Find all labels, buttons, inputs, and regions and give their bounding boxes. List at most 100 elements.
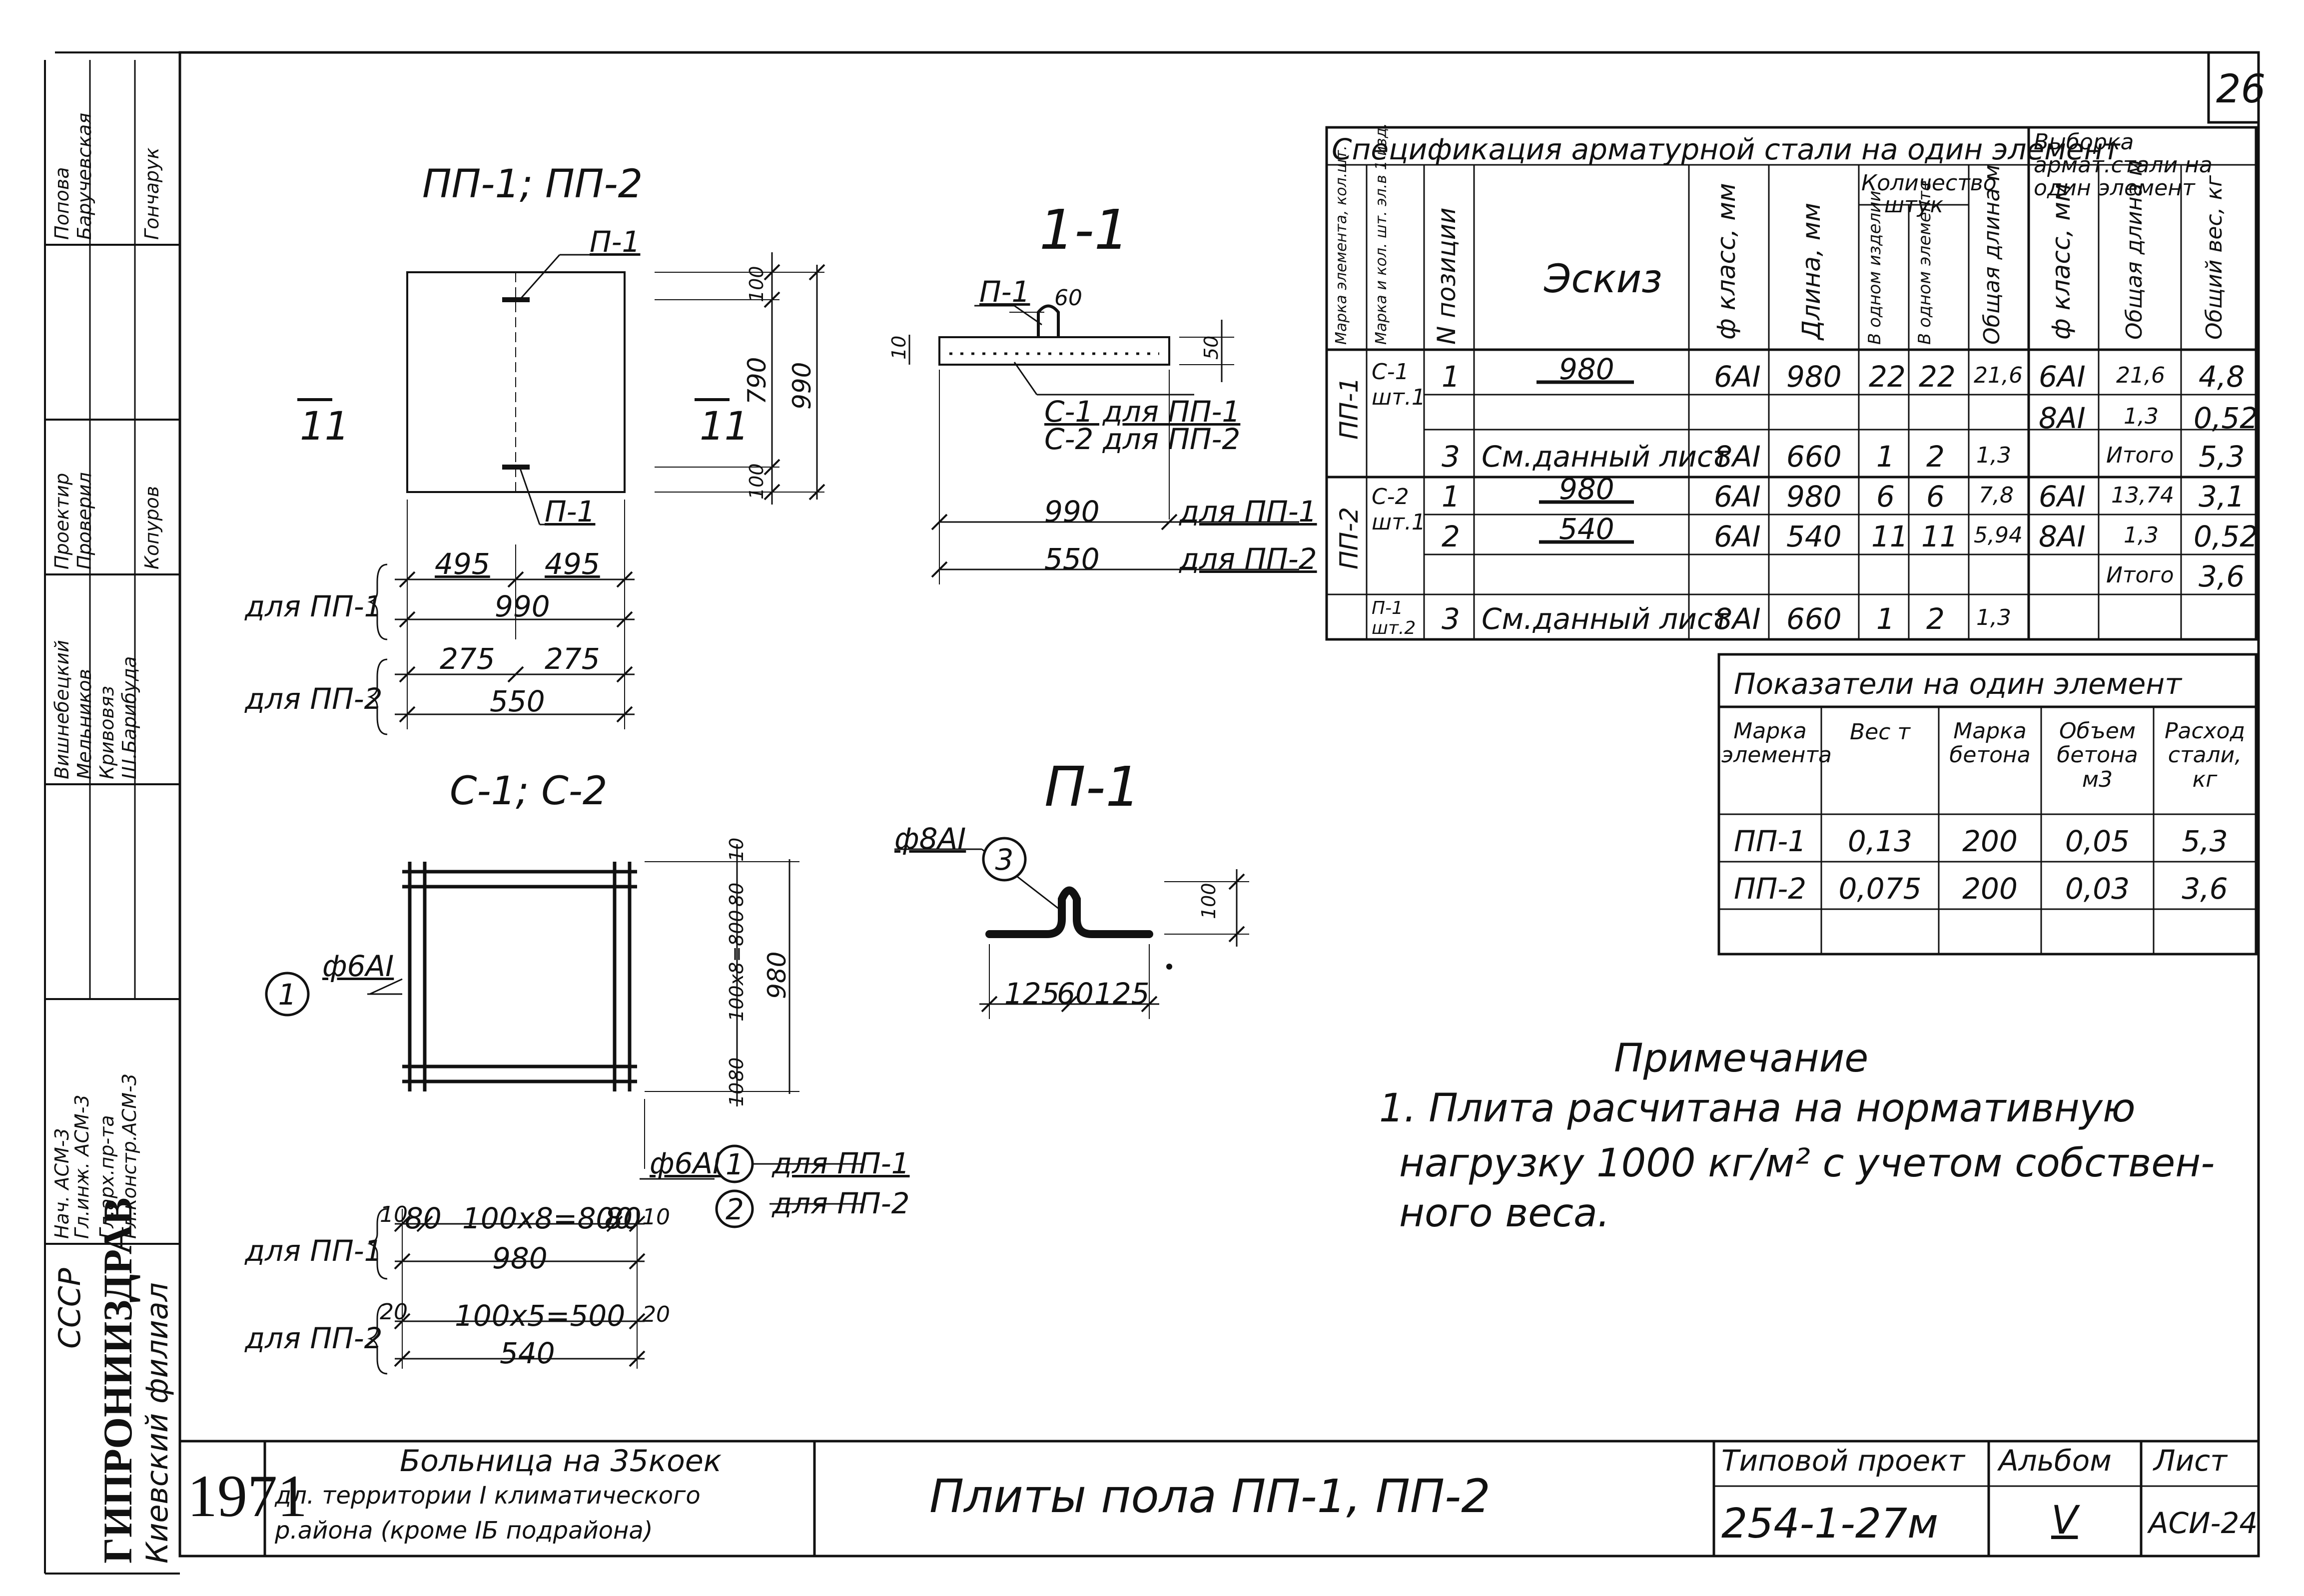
pos-2-legend-circle: [715, 1189, 754, 1228]
section-loop-label: П-1: [979, 275, 1030, 309]
spec-r0-dia: 6АI: [1714, 360, 1761, 394]
mesh-pp1-e: 10: [642, 1204, 670, 1230]
section-cover: 10: [888, 335, 910, 360]
side-role-9: Проектир: [51, 473, 73, 569]
indicators-hdr-mark: Марка элемента: [1721, 718, 1832, 768]
spec-r0-tot: 21,6: [1974, 363, 2023, 388]
title-project-line-2: дл. территории I климатического: [275, 1482, 701, 1510]
spec-hdr-mark: Марка и кол. шт. эл.в 1 изд.: [1373, 123, 1390, 345]
spec-r2-pos: 3: [1442, 440, 1460, 474]
loop-dim-c: 125: [1094, 977, 1150, 1011]
mesh-legend-pp1: для ПП-1: [772, 1146, 910, 1180]
spec-hdr-length: Длина, мм: [1797, 202, 1826, 340]
spec-r0-n1: 22: [1869, 360, 1906, 394]
loop-title: П-1: [1044, 755, 1141, 819]
spec-table-border: [1325, 126, 2258, 641]
mesh-bar-dia: ф6АI: [322, 949, 394, 983]
section-len-2-note: для ПП-2: [1179, 542, 1317, 576]
plate-pp2-half-a: 275: [440, 642, 495, 676]
spec-hdr-s-weight: Общий вес, кг: [2202, 175, 2227, 340]
spec-r2-sketch: См.данный лист: [1482, 440, 1730, 474]
section-len-1: 990: [1044, 495, 1100, 529]
spec-el-pp2: ПП-2: [1335, 507, 1364, 569]
side-role-6: Мельников: [73, 669, 95, 779]
indicators-table-border: [1717, 653, 2258, 956]
plate-dim-top: 100: [746, 266, 768, 302]
title-project-line-3: р.айона (кроме IБ подрайона): [275, 1517, 653, 1545]
indicators-title: Показатели на один элемент: [1734, 667, 2182, 701]
mesh-pp1-d: 80: [605, 1201, 642, 1235]
loop-pos: 3: [995, 843, 1014, 877]
section-len-1-note: для ПП-1: [1179, 495, 1317, 529]
pos-1-circle: [265, 972, 310, 1017]
spec-r1-sd: 8АI: [2039, 401, 2086, 435]
spec-r2-len: 660: [1786, 440, 1842, 474]
plate-section-mark-left: 11: [300, 404, 350, 449]
title-album-label: Альбом: [1999, 1444, 2112, 1478]
indicators-hdr-concrete: Марка бетона: [1949, 718, 2031, 768]
indicators-r0-mark: ПП-1: [1733, 824, 1807, 858]
side-role-2: Гл.инж. АСМ-3: [71, 1094, 93, 1239]
plate-pp2-total: 550: [490, 684, 545, 718]
note-title: Примечание: [1614, 1036, 1869, 1081]
spec-r4-pos: 2: [1442, 520, 1460, 553]
mesh-dim-right-c: 100x8=800: [726, 910, 748, 1022]
title-year: 1971: [187, 1463, 307, 1529]
side-role-3: Гл.арх.пр-та: [96, 1115, 118, 1239]
side-role-7: Кривовяз: [96, 686, 118, 779]
spec-r3-sketch: 980: [1559, 472, 1614, 506]
mesh-title: С-1; С-2: [450, 769, 608, 814]
title-typical-label: Типовой проект: [1721, 1444, 1965, 1478]
mesh-pp2-label: для ПП-2: [245, 1321, 383, 1355]
section-loop-width: 60: [1054, 285, 1082, 311]
mesh-legend-dia: ф6АI: [650, 1146, 722, 1180]
spec-r6-sketch: См.данный лист: [1482, 602, 1730, 636]
spec-r3-sl: 13,74: [2111, 483, 2174, 508]
mesh-pp1-total: 980: [492, 1241, 548, 1275]
plate-pp1-label: для ПП-1: [245, 589, 383, 623]
indicators-r1-mark: ПП-2: [1733, 872, 1807, 906]
indicators-r0-concrete: 200: [1962, 824, 2018, 858]
section-title: 1-1: [1039, 198, 1129, 262]
mesh-pp2-a: 20: [380, 1299, 408, 1325]
side-org-sub: Киевский филиал: [140, 1282, 175, 1564]
side-role-1: Нач. АСМ-3: [51, 1128, 73, 1239]
spec-r3-tot: 7,8: [1979, 483, 2014, 508]
loop-dim-a: 125: [1004, 977, 1060, 1011]
spec-r3-dia: 6АI: [1714, 480, 1761, 514]
plate-dim-bottom: 100: [746, 463, 768, 500]
sheet-number: 26: [2216, 67, 2266, 112]
note-line-2: нагрузку 1000 кг/м² с учетом собствен-: [1399, 1141, 2215, 1186]
spec-r0-sl: 21,6: [2116, 363, 2165, 388]
indicators-r1-concrete: 200: [1962, 872, 2018, 906]
mesh-pp1-c: 100х8=800: [462, 1201, 633, 1235]
mesh-pp2-c: 100х5=500: [455, 1299, 626, 1333]
spec-r1-sl: 1,3: [2124, 404, 2159, 429]
spec-r6-len: 660: [1786, 602, 1842, 636]
spec-r6-tot: 1,3: [1976, 605, 2011, 630]
indicators-hdr-weight: Вес т: [1849, 719, 1911, 745]
spec-r2-sl: Итого: [2106, 443, 2174, 468]
spec-r3-sw: 3,1: [2199, 480, 2245, 514]
note-line-1: 1. Плита расчитана на нормативную: [1379, 1086, 2136, 1131]
spec-r4-sketch: 540: [1559, 512, 1614, 546]
mesh-pos-1: 1: [278, 978, 297, 1012]
spec-r0-len: 980: [1786, 360, 1842, 394]
side-role-4: Гл.констр.АСМ-3: [118, 1073, 140, 1239]
spec-r3-sd: 6АI: [2039, 480, 2086, 514]
spec-r2-n1: 1: [1876, 440, 1895, 474]
spec-r5-sl: Итого: [2106, 562, 2174, 588]
plate-dim-mid: 790: [743, 357, 771, 405]
spec-r2-tot: 1,3: [1976, 443, 2011, 468]
mesh-dim-right-a: 10: [726, 837, 748, 862]
spec-r3-pos: 1: [1442, 480, 1460, 514]
mesh-legend-pp2: для ПП-2: [772, 1186, 910, 1220]
spec-hdr-count-one: В одном изделии: [1865, 190, 1885, 345]
spec-r0-mark: С-1 шт.1: [1372, 359, 1426, 410]
mesh-dim-right-d: 80: [726, 1057, 748, 1081]
title-sheet-value: АСИ-24: [2149, 1506, 2258, 1540]
section-mesh-note-2: С-2 для ПП-2: [1044, 422, 1241, 456]
note-line-3: ного веса.: [1399, 1191, 1610, 1236]
title-typical-value: 254-1-27м: [1721, 1500, 1939, 1548]
spec-r3-mark: С-2 шт.1: [1372, 484, 1426, 535]
